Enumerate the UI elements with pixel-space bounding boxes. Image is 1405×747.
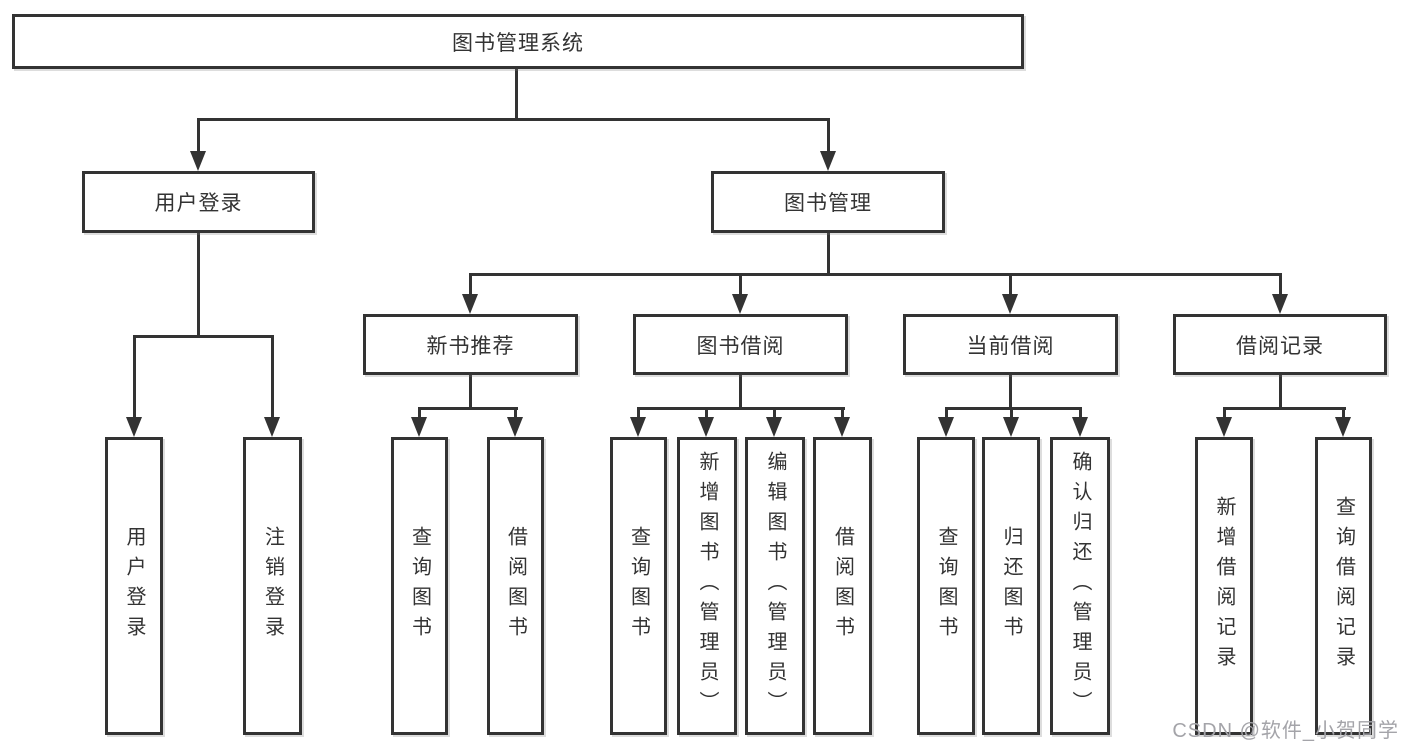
connector-recommend-drop: [469, 375, 472, 409]
connector-borrow-drop: [739, 375, 742, 409]
arrowhead-down-icon: [698, 417, 714, 437]
arrow-shaft: [133, 335, 136, 419]
node-user-login: 用户登录: [82, 171, 315, 233]
arrow-shaft: [1223, 407, 1226, 421]
arrowhead-down-icon: [630, 417, 646, 437]
leaf-return-book: 归还图书: [982, 437, 1040, 735]
arrow-shaft: [739, 273, 742, 297]
arrow-shaft: [1009, 273, 1012, 297]
connector-record-drop: [1279, 375, 1282, 409]
node-book-management: 图书管理: [711, 171, 945, 233]
arrow-shaft: [197, 118, 200, 153]
arrowhead-down-icon: [834, 417, 850, 437]
node-library-system: 图书管理系统: [12, 14, 1024, 69]
connector-level3-hline: [469, 273, 1282, 276]
arrowhead-down-icon: [264, 417, 280, 437]
arrow-shaft: [469, 273, 472, 297]
arrow-shaft: [1342, 407, 1345, 421]
arrow-shaft: [705, 407, 708, 421]
arrowhead-down-icon: [938, 417, 954, 437]
arrowhead-down-icon: [1003, 417, 1019, 437]
arrowhead-down-icon: [462, 294, 478, 314]
leaf-add-borrow-record: 新增借阅记录: [1195, 437, 1253, 735]
arrow-shaft: [773, 407, 776, 421]
arrowhead-down-icon: [732, 294, 748, 314]
leaf-confirm-return-admin: 确认归还（管理员）: [1050, 437, 1110, 735]
arrowhead-down-icon: [126, 417, 142, 437]
arrowhead-down-icon: [507, 417, 523, 437]
leaf-borrow-books-recommend: 借阅图书: [487, 437, 544, 735]
arrowhead-down-icon: [1216, 417, 1232, 437]
arrow-shaft: [827, 118, 830, 153]
leaf-user-login: 用户登录: [105, 437, 163, 735]
arrow-shaft: [514, 407, 517, 421]
arrow-shaft: [945, 407, 948, 421]
arrow-shaft: [1279, 273, 1282, 297]
arrowhead-down-icon: [411, 417, 427, 437]
leaf-borrow-books: 借阅图书: [813, 437, 872, 735]
arrow-shaft: [1010, 407, 1013, 421]
connector-login-drop: [197, 233, 200, 337]
connector-login-hline: [133, 335, 274, 338]
node-book-borrow: 图书借阅: [633, 314, 848, 375]
arrowhead-down-icon: [820, 151, 836, 171]
connector-mgmt-drop: [827, 233, 830, 275]
leaf-logout: 注销登录: [243, 437, 302, 735]
arrow-shaft: [637, 407, 640, 421]
arrowhead-down-icon: [190, 151, 206, 171]
node-new-book-recommend: 新书推荐: [363, 314, 578, 375]
connector-borrow-hline: [637, 407, 845, 410]
connector-record-hline: [1223, 407, 1346, 410]
leaf-query-books-borrow: 查询图书: [610, 437, 667, 735]
arrowhead-down-icon: [1072, 417, 1088, 437]
watermark-text: CSDN @软件_小贺同学: [1172, 720, 1399, 742]
arrowhead-down-icon: [1272, 294, 1288, 314]
leaf-query-books-current: 查询图书: [917, 437, 975, 735]
arrowhead-down-icon: [766, 417, 782, 437]
connector-current-drop: [1009, 375, 1012, 409]
node-current-borrow: 当前借阅: [903, 314, 1118, 375]
leaf-query-books-recommend: 查询图书: [391, 437, 448, 735]
arrow-shaft: [841, 407, 844, 421]
arrowhead-down-icon: [1335, 417, 1351, 437]
arrowhead-down-icon: [1002, 294, 1018, 314]
arrow-shaft: [1079, 407, 1082, 421]
leaf-add-book-admin: 新增图书（管理员）: [677, 437, 737, 735]
leaf-query-borrow-record: 查询借阅记录: [1315, 437, 1372, 735]
leaf-edit-book-admin: 编辑图书（管理员）: [745, 437, 805, 735]
connector-current-hline: [945, 407, 1082, 410]
arrow-shaft: [271, 335, 274, 419]
node-borrow-record: 借阅记录: [1173, 314, 1387, 375]
arrow-shaft: [418, 407, 421, 421]
connector-recommend-hline: [418, 407, 518, 410]
connector-level2-hline: [197, 118, 830, 121]
connector-root-drop: [515, 69, 518, 118]
